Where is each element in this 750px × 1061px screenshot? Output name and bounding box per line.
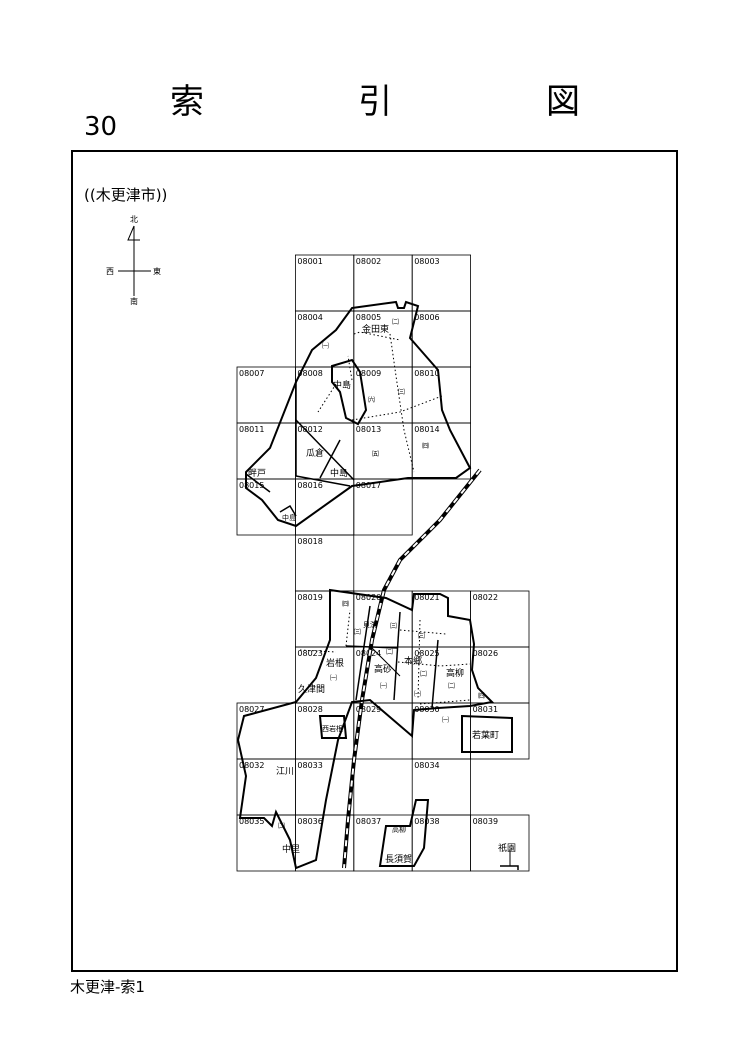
place-name: 貝渕: [363, 620, 377, 629]
place-name: 本郷: [404, 655, 422, 667]
map-cell-label: 08016: [297, 481, 322, 490]
place-name: 久津間: [298, 683, 325, 695]
compass-north: 北: [130, 215, 138, 224]
section-mark: ㈠: [414, 689, 421, 698]
map-grid: 08001 08002 08003 08004 08005 08006 08007 08008…: [236, 254, 530, 872]
page-number: 30: [84, 112, 118, 142]
section-mark: ㈡: [420, 669, 427, 678]
place-name: 祇園: [498, 842, 516, 854]
section-mark: ㈣: [342, 599, 349, 608]
map-cell-label: 08005: [356, 313, 381, 322]
section-mark: ㈤: [372, 449, 379, 458]
place-name: 高柳: [392, 825, 406, 834]
map-cell-label: 08027: [239, 705, 264, 714]
compass-south: 南: [130, 296, 138, 306]
map-cell-label: 08026: [473, 649, 498, 658]
map-cell[interactable]: [470, 814, 530, 872]
place-name: 中島: [282, 513, 296, 522]
map-cell-label: 08012: [297, 425, 322, 434]
section-mark: ㈠: [330, 673, 337, 682]
map-cell-label: 08008: [297, 369, 322, 378]
map-cell-label: 08034: [414, 761, 439, 770]
map-frame: [71, 150, 678, 972]
place-name: 長須賀: [385, 853, 412, 865]
section-mark: ㈠: [322, 341, 329, 350]
map-cell-label: 08023: [297, 649, 322, 658]
map-cell-label: 08003: [414, 257, 439, 266]
map-cell-label: 08002: [356, 257, 381, 266]
map-cell-label: 08013: [356, 425, 381, 434]
section-mark: ㈡: [278, 821, 285, 830]
section-mark: ㈠: [380, 681, 387, 690]
section-mark: ㈡: [392, 317, 399, 326]
section-mark: ㈢: [398, 387, 405, 396]
map-cell-label: 08004: [297, 313, 322, 322]
map-cell-label: 08022: [473, 593, 498, 602]
place-name: 瓜倉: [306, 447, 324, 459]
section-mark: ㈢: [418, 631, 425, 640]
section-marks: ㈡ ㈠ ㈥ ㈢ ㈤ ㈣ ㈣ ㈢ ㈢ ㈢ ㈡ ㈡ ㈠ ㈡ ㈠ ㈠ ㈠ ㈣ ㈡: [278, 317, 485, 830]
map-cell-label: 08015: [239, 481, 264, 490]
map-cell-label: 08019: [297, 593, 322, 602]
map-cell-label: 08036: [297, 817, 322, 826]
section-mark: ㈣: [478, 691, 485, 700]
section-mark: ㈡: [386, 647, 393, 656]
place-name: 金田東: [362, 323, 389, 335]
map-cell-label: 08025: [414, 649, 439, 658]
place-name: 岩根: [326, 657, 344, 669]
map-cell-label: 08017: [356, 481, 381, 490]
map-cell-label: 08032: [239, 761, 264, 770]
map-cell-label: 08001: [297, 257, 322, 266]
section-mark: ㈣: [422, 441, 429, 450]
map-cell-label: 08039: [473, 817, 498, 826]
place-name: 江川: [276, 766, 294, 777]
district-boundaries: [236, 300, 519, 870]
place-name: 高柳: [446, 667, 464, 679]
place-name: 高砂: [374, 663, 392, 675]
map-cell-label: 08029: [356, 705, 381, 714]
map-cell-label: 08031: [473, 705, 498, 714]
section-mark: ㈢: [390, 621, 397, 630]
map-cell-label: 08006: [414, 313, 439, 322]
map-cell-label: 08009: [356, 369, 381, 378]
place-name: 畔戸: [248, 467, 266, 479]
place-name: 中里: [282, 843, 300, 855]
compass-west: 西: [106, 267, 114, 276]
section-mark: ㈠: [442, 715, 449, 724]
map-cell-label: 08020: [356, 593, 381, 602]
map-cell-label: 08035: [239, 817, 264, 826]
compass-rose: 北 南 東 西: [106, 215, 161, 306]
map-cell-label: 08014: [414, 425, 439, 434]
place-name: 西岩根: [322, 724, 343, 733]
footer-text: 木更津-索1: [70, 978, 145, 996]
compass-east: 東: [153, 266, 161, 276]
place-name: 若葉町: [472, 729, 499, 741]
section-mark: ㈡: [448, 681, 455, 690]
section-mark: ㈥: [368, 395, 375, 404]
city-label: ((木更津市)): [84, 186, 168, 204]
section-mark: ㈢: [354, 627, 361, 636]
place-name: 中島: [333, 379, 351, 391]
map-cell[interactable]: [470, 702, 530, 760]
map-cell-label: 08007: [239, 369, 264, 378]
map-cell-label: 08037: [356, 817, 381, 826]
place-name: 中島: [330, 467, 348, 479]
map-cell-label: 08033: [297, 761, 322, 770]
map-cell-label: 08021: [414, 593, 439, 602]
map-cell-label: 08011: [239, 425, 264, 434]
map-cell-label: 08010: [414, 369, 439, 378]
map-cell-label: 08028: [297, 705, 322, 714]
place-names: 金田東 中島 瓜倉 中島 畔戸 中島 岩根 久津間 高砂 本郷 高柳 若葉町 西…: [248, 323, 516, 865]
map-cell[interactable]: [353, 478, 413, 536]
map-cell-label: 08018: [297, 537, 322, 546]
page-title: 索 引 図: [170, 82, 640, 122]
